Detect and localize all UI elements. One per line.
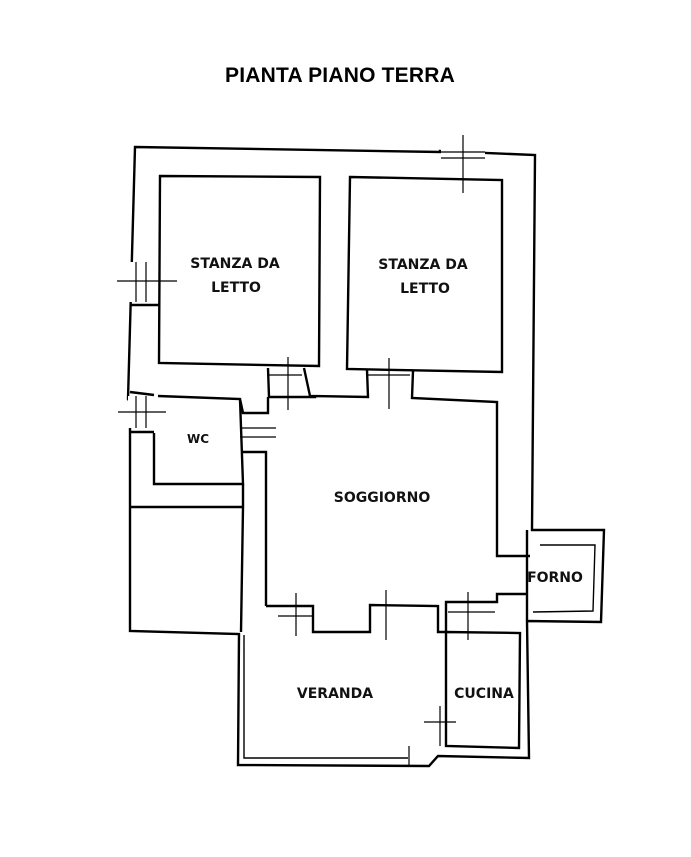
outer-wall-outline — [126, 145, 606, 768]
left-corridor-wall — [129, 303, 245, 633]
windows-and-doors — [117, 135, 495, 767]
living-label: SOGGIORNO — [334, 490, 431, 506]
living-lower-wall — [266, 530, 529, 634]
oven-label: FORNO — [527, 570, 583, 586]
bedroom-2-walls — [345, 175, 504, 374]
veranda-label: VERANDA — [297, 686, 373, 702]
bedroom-living-wall — [266, 367, 530, 558]
page-title: PIANTA PIANO TERRA — [225, 64, 455, 87]
veranda-glazing — [243, 635, 408, 759]
bedroom-1-label-line-1: STANZA DA — [190, 256, 280, 272]
bedroom-2-label-line-1: STANZA DA — [378, 257, 468, 273]
bedroom-1-walls — [157, 174, 322, 368]
bedroom-2-label-line-2: LETTO — [400, 281, 450, 297]
kitchen-label: CUCINA — [454, 686, 514, 702]
kitchen-walls — [444, 630, 522, 750]
oven-bay-inner — [532, 544, 596, 613]
bedroom-1-label-line-2: LETTO — [211, 280, 261, 296]
wc-label: WC — [187, 432, 209, 446]
